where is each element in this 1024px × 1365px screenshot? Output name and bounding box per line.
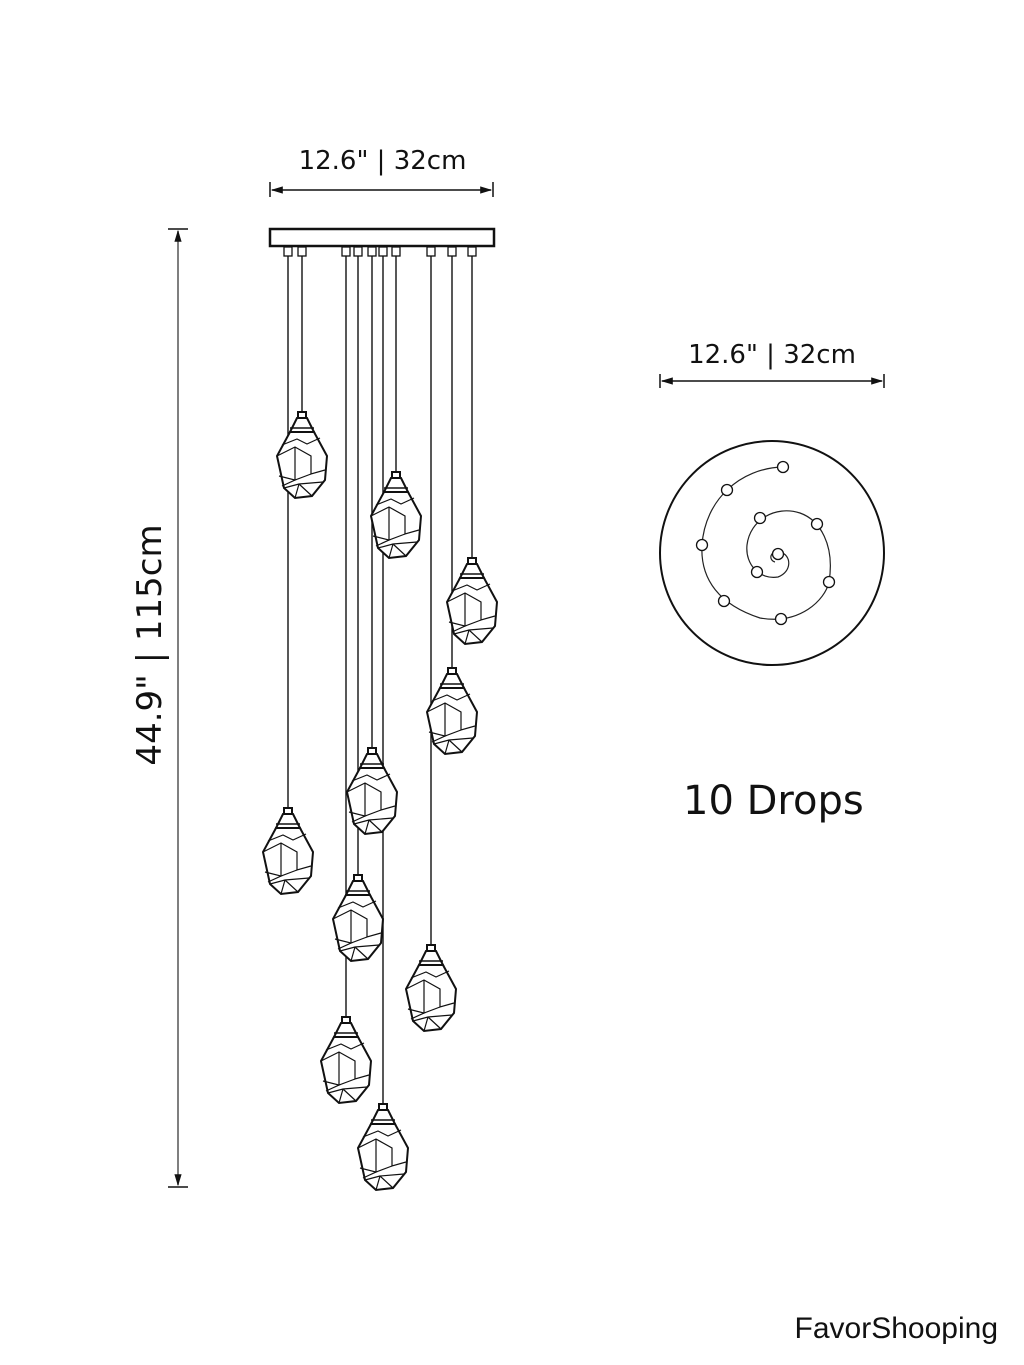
socket-icon (367, 246, 377, 257)
socket-icon (341, 246, 351, 257)
crystal-pendant-icon (356, 1103, 410, 1192)
plate-diameter-dimension-line (659, 374, 885, 388)
socket-icon (426, 246, 436, 257)
socket-icon (378, 246, 388, 257)
crystal-pendant-icon (369, 471, 423, 560)
plate-hole-icon (776, 460, 790, 474)
crystal-pendant-icon (445, 557, 499, 646)
canopy-sockets (283, 246, 477, 257)
plate-hole-icon (753, 511, 767, 525)
crystal-pendant-icon (345, 747, 399, 836)
plate-hole-icon (717, 594, 731, 608)
socket-icon (353, 246, 363, 257)
plate-hole-icon (771, 547, 785, 561)
crystal-pendant-icon (261, 807, 315, 896)
canopy (268, 227, 496, 248)
socket-icon (447, 246, 457, 257)
socket-icon (467, 246, 477, 257)
socket-icon (297, 246, 307, 257)
drop-count-label: 10 Drops (683, 778, 864, 824)
plate-hole-icon (822, 575, 836, 589)
socket-icon (283, 246, 293, 257)
crystal-pendants (261, 411, 499, 1192)
plate-hole-icon (810, 517, 824, 531)
plate-diameter-label: 12.6" | 32cm (688, 340, 856, 370)
plate-hole-icon (774, 612, 788, 626)
plate-hole-icon (750, 565, 764, 579)
plate-holes (695, 460, 836, 626)
brand-watermark: FavorShooping (794, 1312, 998, 1345)
plate-hole-icon (695, 538, 709, 552)
crystal-pendant-icon (319, 1016, 373, 1105)
crystal-pendant-icon (331, 874, 385, 963)
ceiling-plate-top-view (659, 440, 885, 666)
canopy-width-dimension-line (269, 182, 494, 197)
height-dimension-line (168, 228, 188, 1188)
plate-hole-icon (720, 483, 734, 497)
crystal-pendant-icon (275, 411, 329, 500)
socket-icon (391, 246, 401, 257)
crystal-pendant-icon (425, 667, 479, 756)
canopy-width-label: 12.6" | 32cm (298, 146, 467, 176)
crystal-pendant-icon (404, 944, 458, 1033)
overall-height-label: 44.9" | 115cm (130, 524, 170, 766)
